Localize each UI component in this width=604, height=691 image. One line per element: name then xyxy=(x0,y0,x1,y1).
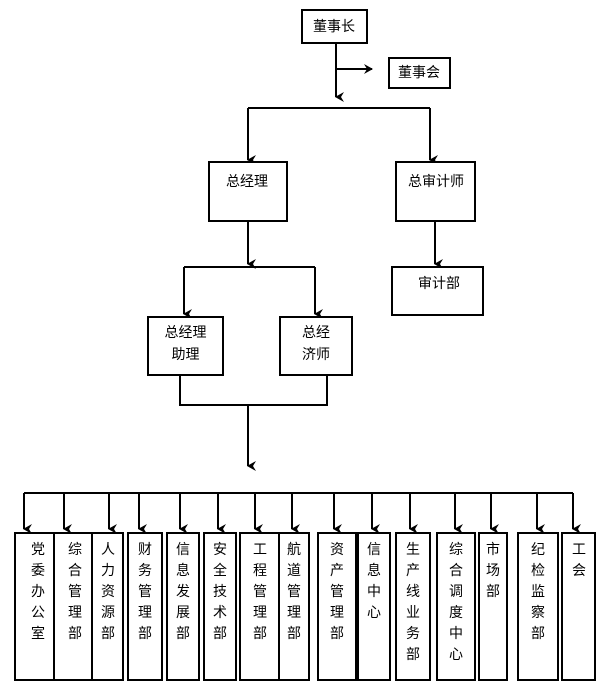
department-label: 财务管理部 xyxy=(138,542,152,642)
audit-dept-box: 审计部 xyxy=(391,266,484,316)
department-box: 纪检监察部 xyxy=(517,532,559,681)
department-box: 人力资源部 xyxy=(91,532,124,681)
department-box: 生产线业务部 xyxy=(395,532,431,681)
chairman-box: 董事长 xyxy=(301,9,368,44)
general-manager-label: 总经理 xyxy=(226,174,268,190)
department-box: 安全技术部 xyxy=(203,532,237,681)
department-label: 综合管理部 xyxy=(68,542,82,642)
department-box: 财务管理部 xyxy=(127,532,163,681)
department-label: 工会 xyxy=(572,542,586,579)
audit-dept-label: 审计部 xyxy=(418,276,460,292)
chief-auditor-label: 总审计师 xyxy=(408,174,464,190)
department-box: 综合调度中心 xyxy=(436,532,476,681)
department-box: 市场部 xyxy=(478,532,508,681)
chief-economist-label-1: 总经 xyxy=(302,325,330,341)
line-merge xyxy=(179,376,328,406)
department-box: 工程管理部 xyxy=(239,532,280,681)
department-label: 工程管理部 xyxy=(253,542,267,642)
chief-auditor-box: 总审计师 xyxy=(395,161,476,222)
chairman-label: 董事长 xyxy=(313,19,355,35)
department-label: 资产管理部 xyxy=(330,542,344,642)
department-box: 航道管理部 xyxy=(278,532,310,681)
gm-assistant-box: 总经理 助理 xyxy=(147,316,224,376)
department-label: 信息中心 xyxy=(367,542,381,621)
board-box: 董事会 xyxy=(388,57,451,89)
board-label: 董事会 xyxy=(398,65,440,81)
chief-economist-label-2: 济师 xyxy=(302,347,330,363)
chief-economist-box: 总经 济师 xyxy=(279,316,353,376)
department-box: 工会 xyxy=(561,532,596,681)
department-label: 人力资源部 xyxy=(101,542,115,642)
gm-assistant-label-2: 助理 xyxy=(171,347,200,363)
department-label: 党委办公室 xyxy=(31,542,45,642)
department-label: 市场部 xyxy=(486,542,500,600)
general-manager-box: 总经理 xyxy=(208,161,288,222)
department-box: 信息中心 xyxy=(357,532,391,681)
department-label: 安全技术部 xyxy=(213,542,227,642)
department-box: 资产管理部 xyxy=(317,532,357,681)
department-label: 航道管理部 xyxy=(287,542,301,642)
gm-assistant-label-1: 总经理 xyxy=(164,325,207,341)
department-label: 信息发展部 xyxy=(176,542,190,642)
department-box: 综合管理部 xyxy=(53,532,97,681)
department-box: 信息发展部 xyxy=(166,532,200,681)
department-label: 综合调度中心 xyxy=(449,542,463,663)
department-label: 生产线业务部 xyxy=(406,542,420,663)
department-label: 纪检监察部 xyxy=(531,542,545,642)
